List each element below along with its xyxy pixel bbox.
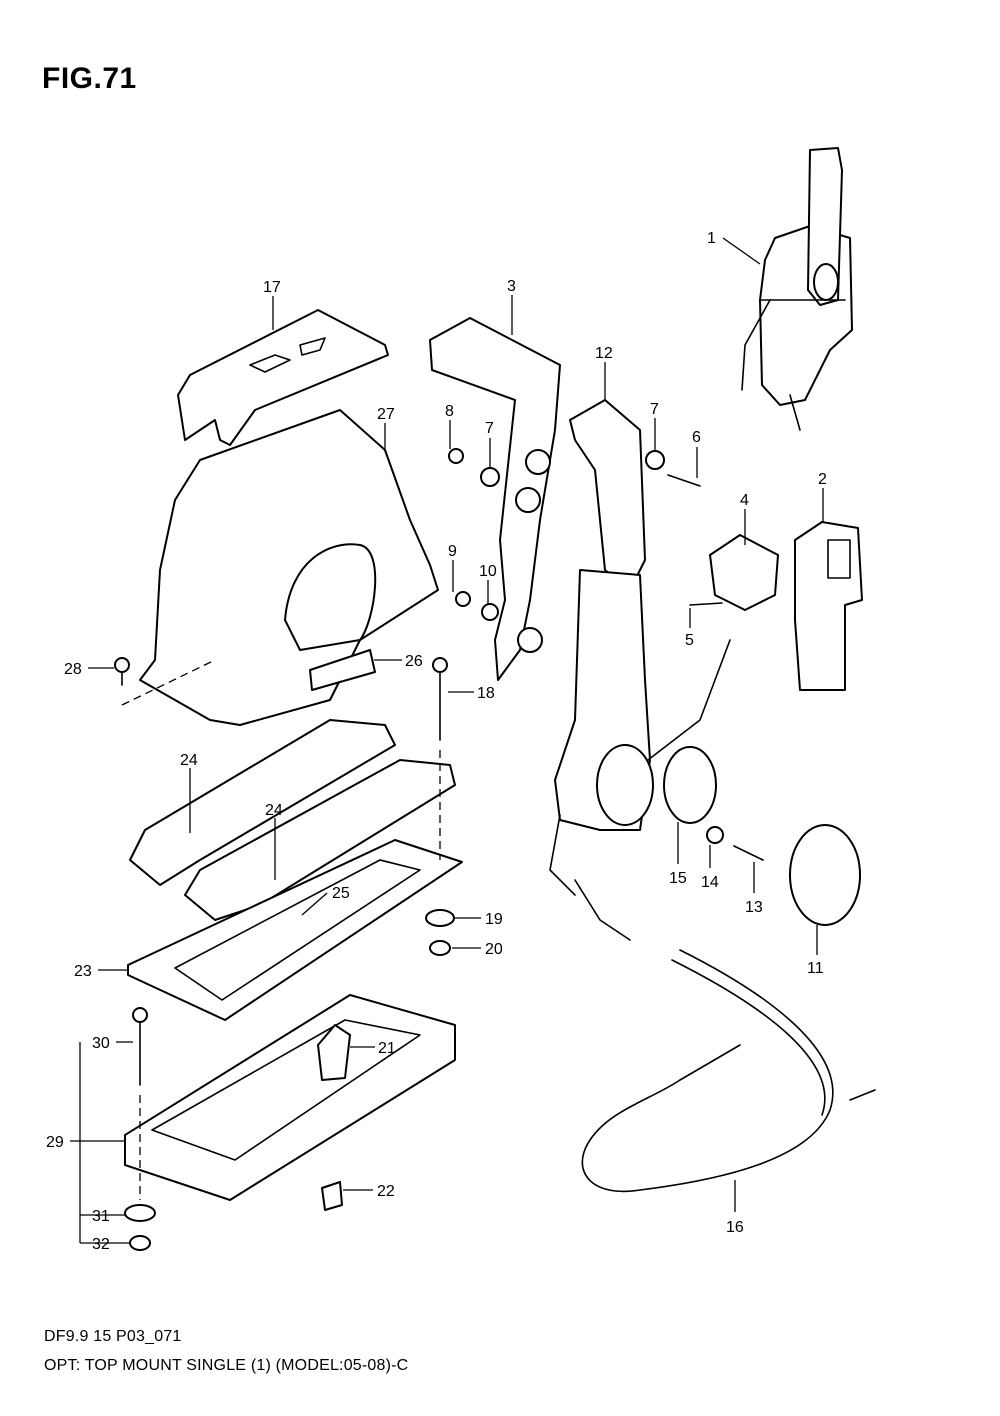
- small-fasteners: [448, 448, 701, 621]
- part-mounting-rails: [129, 719, 456, 921]
- part-top-cover: [177, 309, 389, 446]
- callout-17: 17: [263, 279, 281, 296]
- part-gasket-strip: [309, 649, 376, 691]
- callout-6: 6: [692, 429, 701, 446]
- part-main-housing: [139, 409, 439, 726]
- callout-7b: 7: [650, 401, 659, 418]
- callout-22: 22: [377, 1183, 395, 1200]
- callout-20: 20: [485, 941, 503, 958]
- callout-9: 9: [448, 543, 457, 560]
- callout-14: 14: [701, 874, 719, 891]
- callout-18: 18: [477, 685, 495, 702]
- leader-lines: [70, 237, 824, 1244]
- part-lever-arm: [549, 399, 731, 896]
- blocks-21-22: [317, 1024, 351, 1211]
- callout-27: 27: [377, 406, 395, 423]
- callout-23: 23: [74, 963, 92, 980]
- callout-1: 1: [707, 230, 716, 247]
- screws-28-18: [114, 657, 448, 741]
- part-wire-harness: [574, 879, 876, 1193]
- part-gasket-plate: [127, 839, 463, 1021]
- callout-13: 13: [745, 899, 763, 916]
- callout-24a: 24: [180, 752, 198, 769]
- part-neutral-switch: [689, 534, 779, 611]
- callout-10: 10: [479, 563, 497, 580]
- callout-31: 31: [92, 1208, 110, 1225]
- part-handle-grip: [794, 521, 863, 691]
- figure-title: FIG.71: [42, 62, 137, 95]
- callout-24b: 24: [265, 802, 283, 819]
- part-control-box: [741, 147, 853, 431]
- callout-28: 28: [64, 661, 82, 678]
- callout-16: 16: [726, 1219, 744, 1236]
- callout-3: 3: [507, 278, 516, 295]
- part-arm-bracket: [429, 317, 561, 681]
- callout-30: 30: [92, 1035, 110, 1052]
- callout-12: 12: [595, 345, 613, 362]
- callout-8: 8: [445, 403, 454, 420]
- footer-model-code: DF9.9 15 P03_071: [44, 1328, 182, 1345]
- callout-7a: 7: [485, 420, 494, 437]
- callout-5: 5: [685, 632, 694, 649]
- callout-21: 21: [378, 1040, 396, 1057]
- footer-description: OPT: TOP MOUNT SINGLE (1) (MODEL:05-08)-…: [44, 1357, 409, 1374]
- callout-numbers: 1 2 3 4 5 6 7 7 8 9 10 11 12 13 14 15 16…: [46, 230, 827, 1253]
- part-base-frame: [124, 994, 456, 1201]
- callout-4: 4: [740, 492, 749, 509]
- callout-19: 19: [485, 911, 503, 928]
- callout-25: 25: [332, 885, 350, 902]
- callout-26: 26: [405, 653, 423, 670]
- washer-nut-19-20: [425, 909, 455, 956]
- callout-2: 2: [818, 471, 827, 488]
- callout-11: 11: [807, 960, 824, 977]
- callout-15: 15: [669, 870, 687, 887]
- part-discs: [663, 746, 861, 926]
- callout-29: 29: [46, 1134, 64, 1151]
- callout-32: 32: [92, 1236, 110, 1253]
